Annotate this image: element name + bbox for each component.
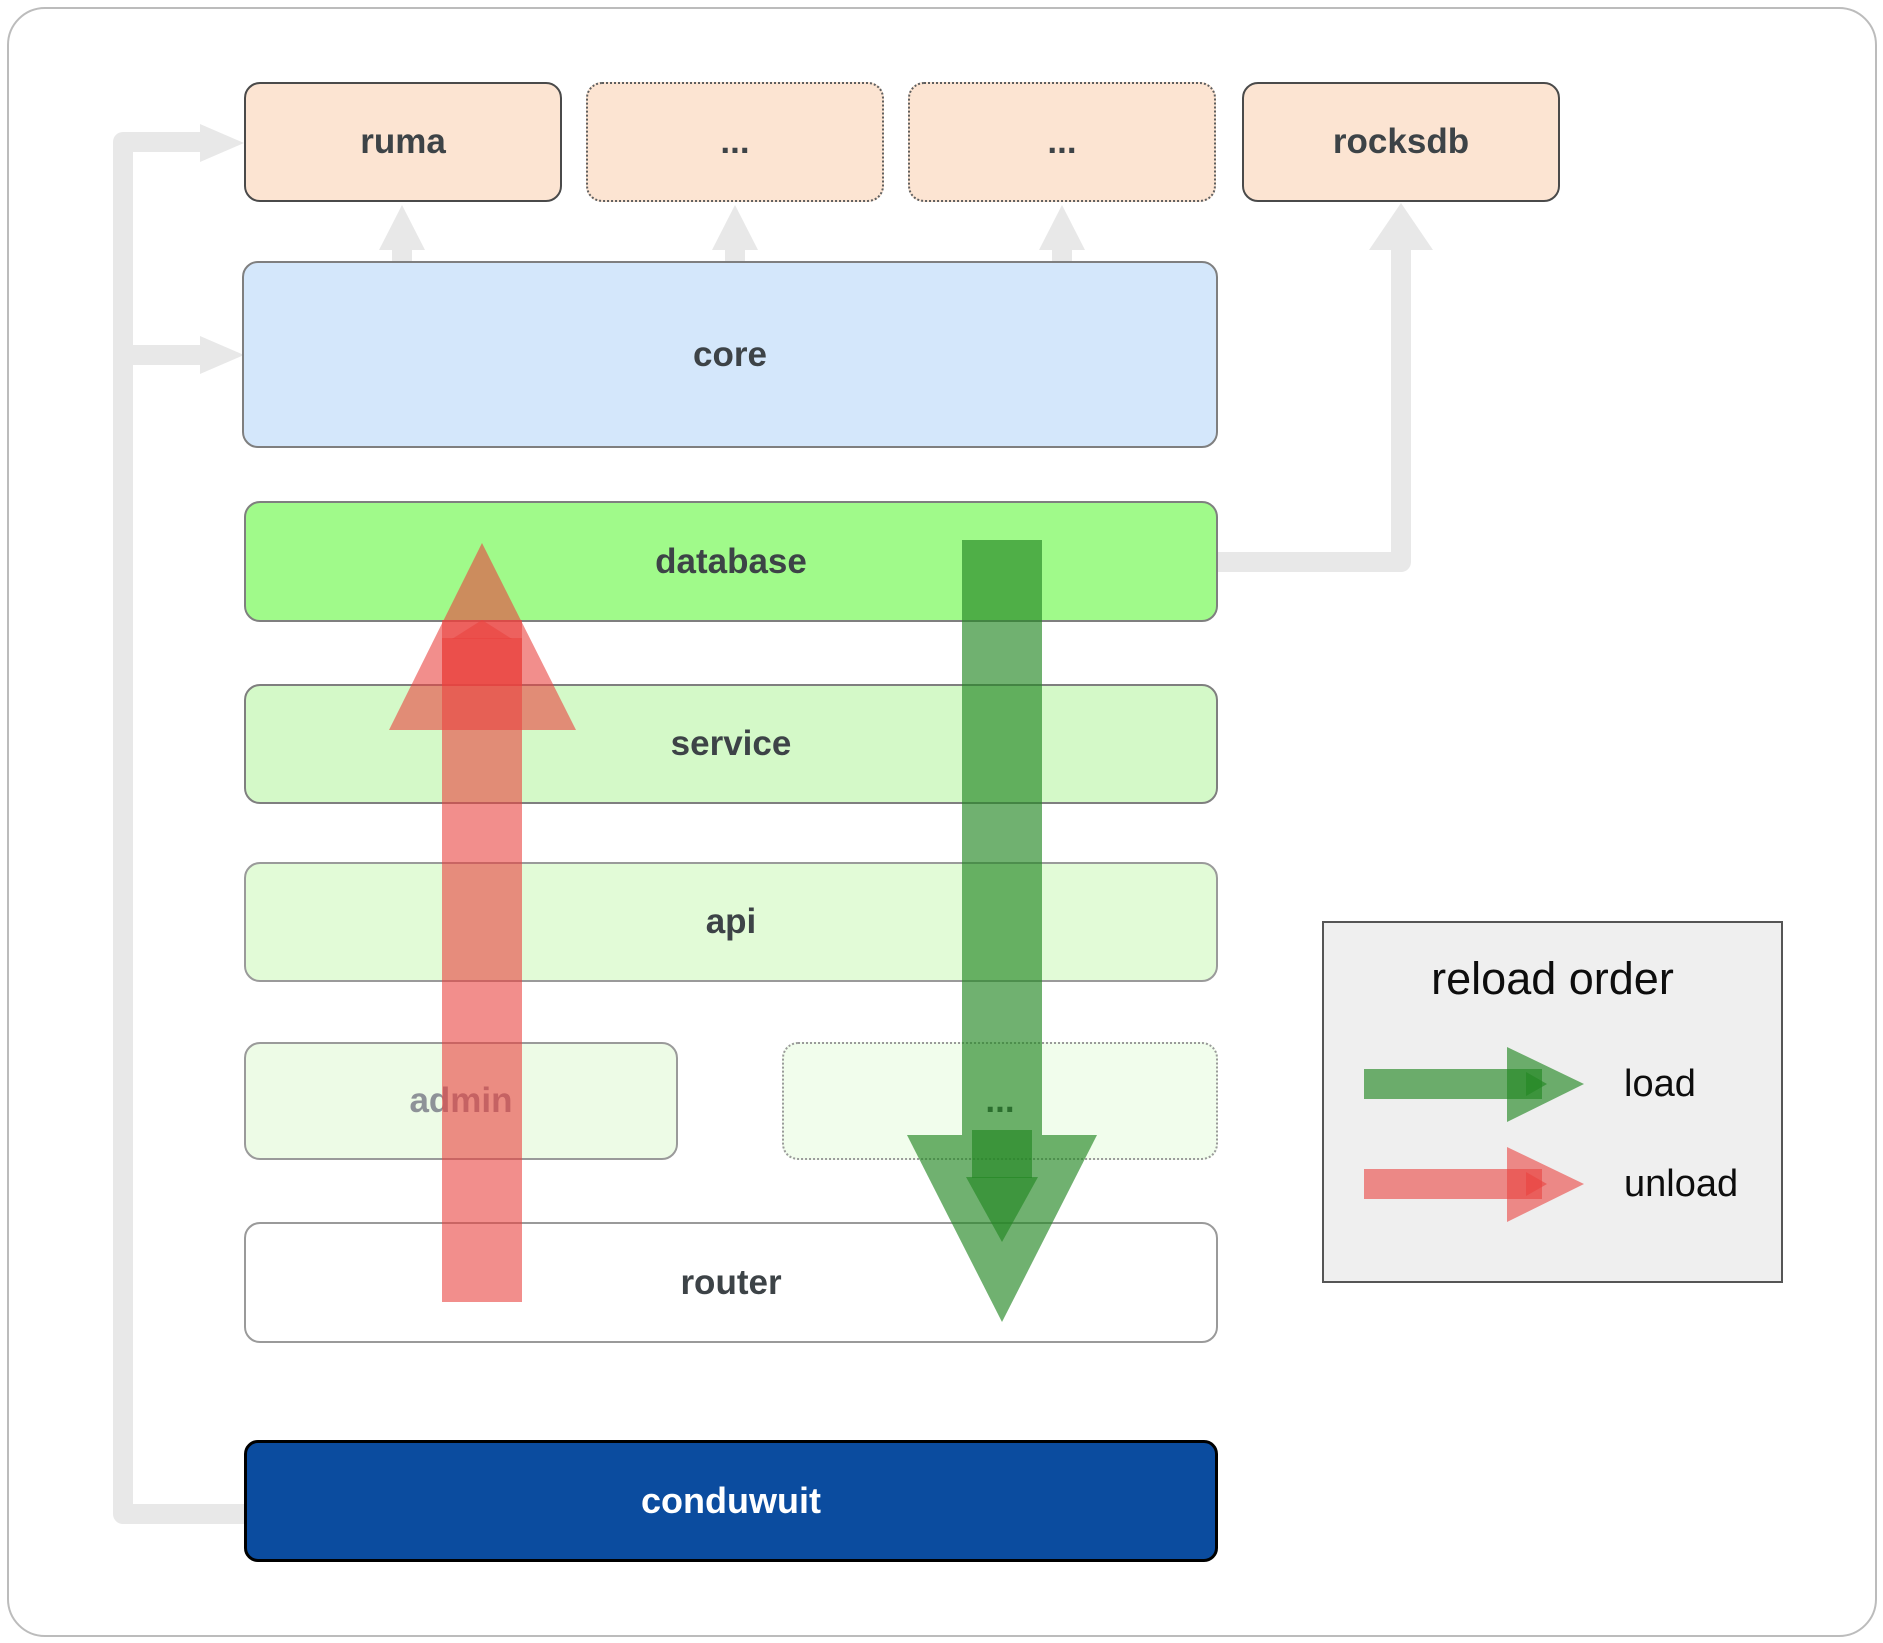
box-ellipsis-admin-row: ...	[782, 1042, 1218, 1160]
box-label: database	[655, 541, 807, 581]
legend-arrows	[1364, 1047, 1584, 1222]
legend-label-load: load	[1624, 1063, 1696, 1105]
box-ruma: ruma	[244, 82, 562, 202]
legend-reload-order: reload order load unload	[1322, 921, 1783, 1283]
box-rocksdb: rocksdb	[1242, 82, 1560, 202]
box-label: admin	[409, 1081, 513, 1120]
legend-load-arrow-icon	[1364, 1047, 1584, 1122]
box-label: ...	[985, 1081, 1015, 1120]
box-label: service	[670, 724, 792, 763]
box-core: core	[242, 261, 1218, 448]
box-conduwuit: conduwuit	[244, 1440, 1218, 1562]
box-router: router	[244, 1222, 1218, 1343]
box-ellipsis-top-right: ...	[908, 82, 1216, 202]
box-label: conduwuit	[641, 1480, 821, 1521]
box-label: core	[693, 334, 767, 374]
box-label: ...	[1047, 122, 1077, 161]
box-label: rocksdb	[1332, 122, 1470, 161]
legend-unload-arrow-icon	[1364, 1147, 1584, 1222]
box-ellipsis-top-left: ...	[586, 82, 884, 202]
box-label: ...	[720, 122, 750, 161]
legend-title: reload order	[1431, 953, 1674, 1004]
box-database: database	[244, 501, 1218, 622]
box-label: router	[680, 1262, 782, 1302]
outer-frame	[7, 7, 1877, 1637]
box-admin: admin	[244, 1042, 678, 1160]
box-label: api	[705, 902, 757, 941]
box-api: api	[244, 862, 1218, 982]
box-label: ruma	[360, 122, 446, 161]
legend-label-unload: unload	[1624, 1163, 1739, 1205]
box-service: service	[244, 684, 1218, 804]
